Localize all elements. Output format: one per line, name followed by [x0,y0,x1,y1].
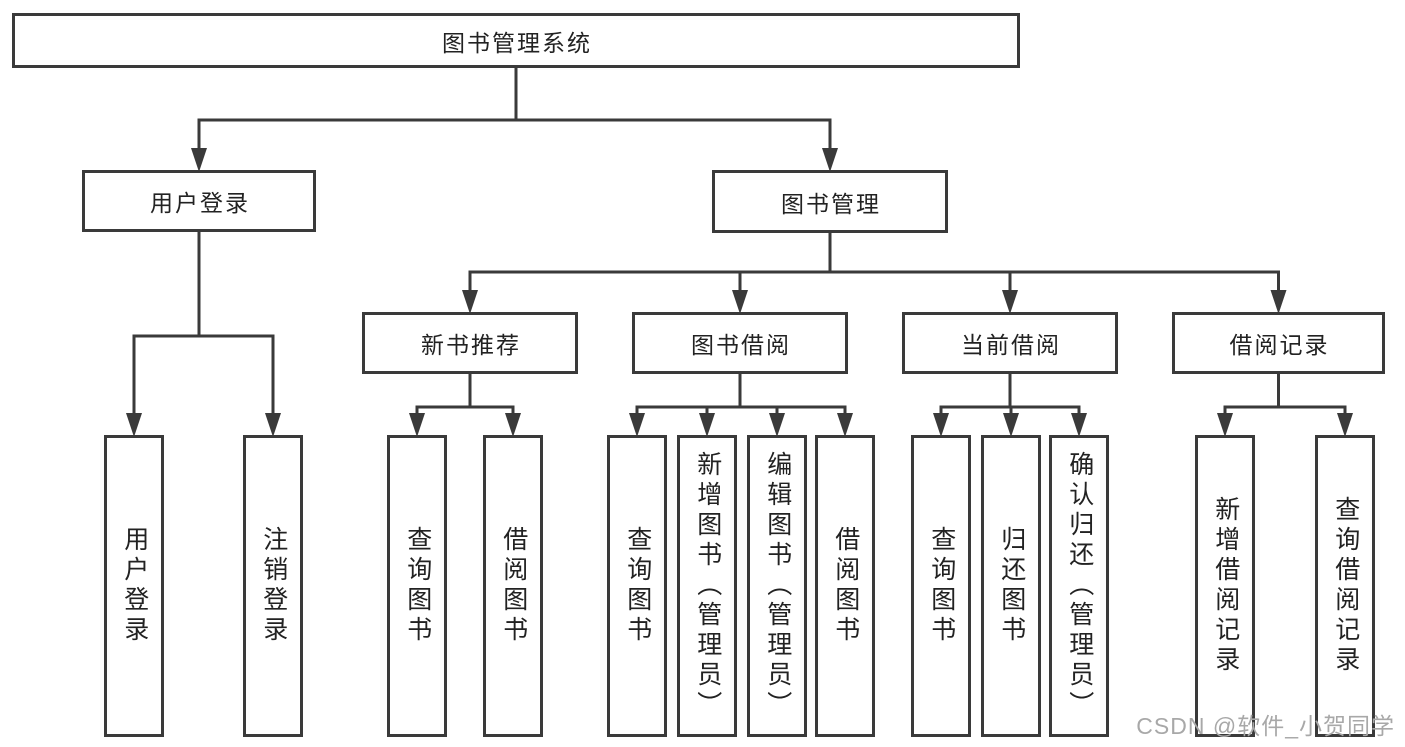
node-label: 图书管理 [781,190,881,217]
connector-arrow-borrow [732,290,748,314]
connector-arrow-current-query [933,413,949,437]
node-label: 查询图书 [927,526,956,646]
node-current-query: 查询图书 [911,435,971,737]
node-label: 新书推荐 [421,332,521,358]
node-label: 注销登录 [259,526,288,646]
node-label: 查询图书 [623,526,652,646]
node-label: 新增借阅记录 [1211,496,1240,676]
node-borrow: 图书借阅 [632,312,848,374]
node-label: 借阅图书 [499,526,528,646]
connector-arrow-rec-borrow [505,413,521,437]
connector-arrow-rec-query [409,413,425,437]
node-rec-query: 查询图书 [387,435,447,737]
node-login-login: 用户登录 [104,435,164,737]
node-label: 当前借阅 [961,332,1061,358]
connector-arrow-records [1270,290,1287,314]
node-borrow-add: 新增图书（管理员） [677,435,737,737]
connector-arrow-current-confirm [1071,413,1087,437]
node-label: 借阅图书 [831,526,860,646]
node-root: 图书管理系统 [12,13,1020,68]
node-rec: 新书推荐 [362,312,578,374]
node-login: 用户登录 [82,170,316,232]
connector-arrow-login-logout [265,413,281,437]
node-label: 确认归还（管理员） [1065,451,1094,721]
node-label: 借阅记录 [1229,332,1330,358]
watermark: CSDN @软件_小贺同学 [1136,713,1395,739]
node-records-add: 新增借阅记录 [1195,435,1255,737]
node-label: 查询借阅记录 [1331,496,1360,676]
node-label: 编辑图书（管理员） [763,451,792,721]
connector-arrow-login [191,148,207,172]
connector-arrow-borrow-borrow [837,413,853,437]
node-label: 用户登录 [120,526,149,646]
connector-arrow-current-return [1003,413,1019,437]
node-records: 借阅记录 [1172,312,1385,374]
connector-arrow-records-add [1217,413,1233,437]
node-rec-borrow: 借阅图书 [483,435,543,737]
connector-arrow-borrow-add [699,413,715,437]
connector-arrow-borrow-query [629,413,645,437]
node-label: 图书借阅 [691,332,791,358]
node-label: 查询图书 [403,526,432,646]
node-label: 新增图书（管理员） [693,451,722,721]
node-current-confirm: 确认归还（管理员） [1049,435,1109,737]
node-label: 归还图书 [997,526,1026,646]
node-borrow-query: 查询图书 [607,435,667,737]
node-label: 用户登录 [150,190,250,216]
node-label: 图书管理系统 [442,29,592,56]
node-borrow-edit: 编辑图书（管理员） [747,435,807,737]
connector-arrow-records-query [1337,413,1353,437]
node-login-logout: 注销登录 [243,435,303,737]
node-mgmt: 图书管理 [712,170,948,233]
connector-arrow-current [1002,290,1018,314]
connector-arrow-login-login [126,413,142,437]
connector-arrow-borrow-edit [769,413,785,437]
connector-arrow-mgmt [822,148,838,172]
node-records-query: 查询借阅记录 [1315,435,1375,737]
connector-arrow-rec [462,290,478,314]
node-current: 当前借阅 [902,312,1118,374]
node-current-return: 归还图书 [981,435,1041,737]
node-borrow-borrow: 借阅图书 [815,435,875,737]
